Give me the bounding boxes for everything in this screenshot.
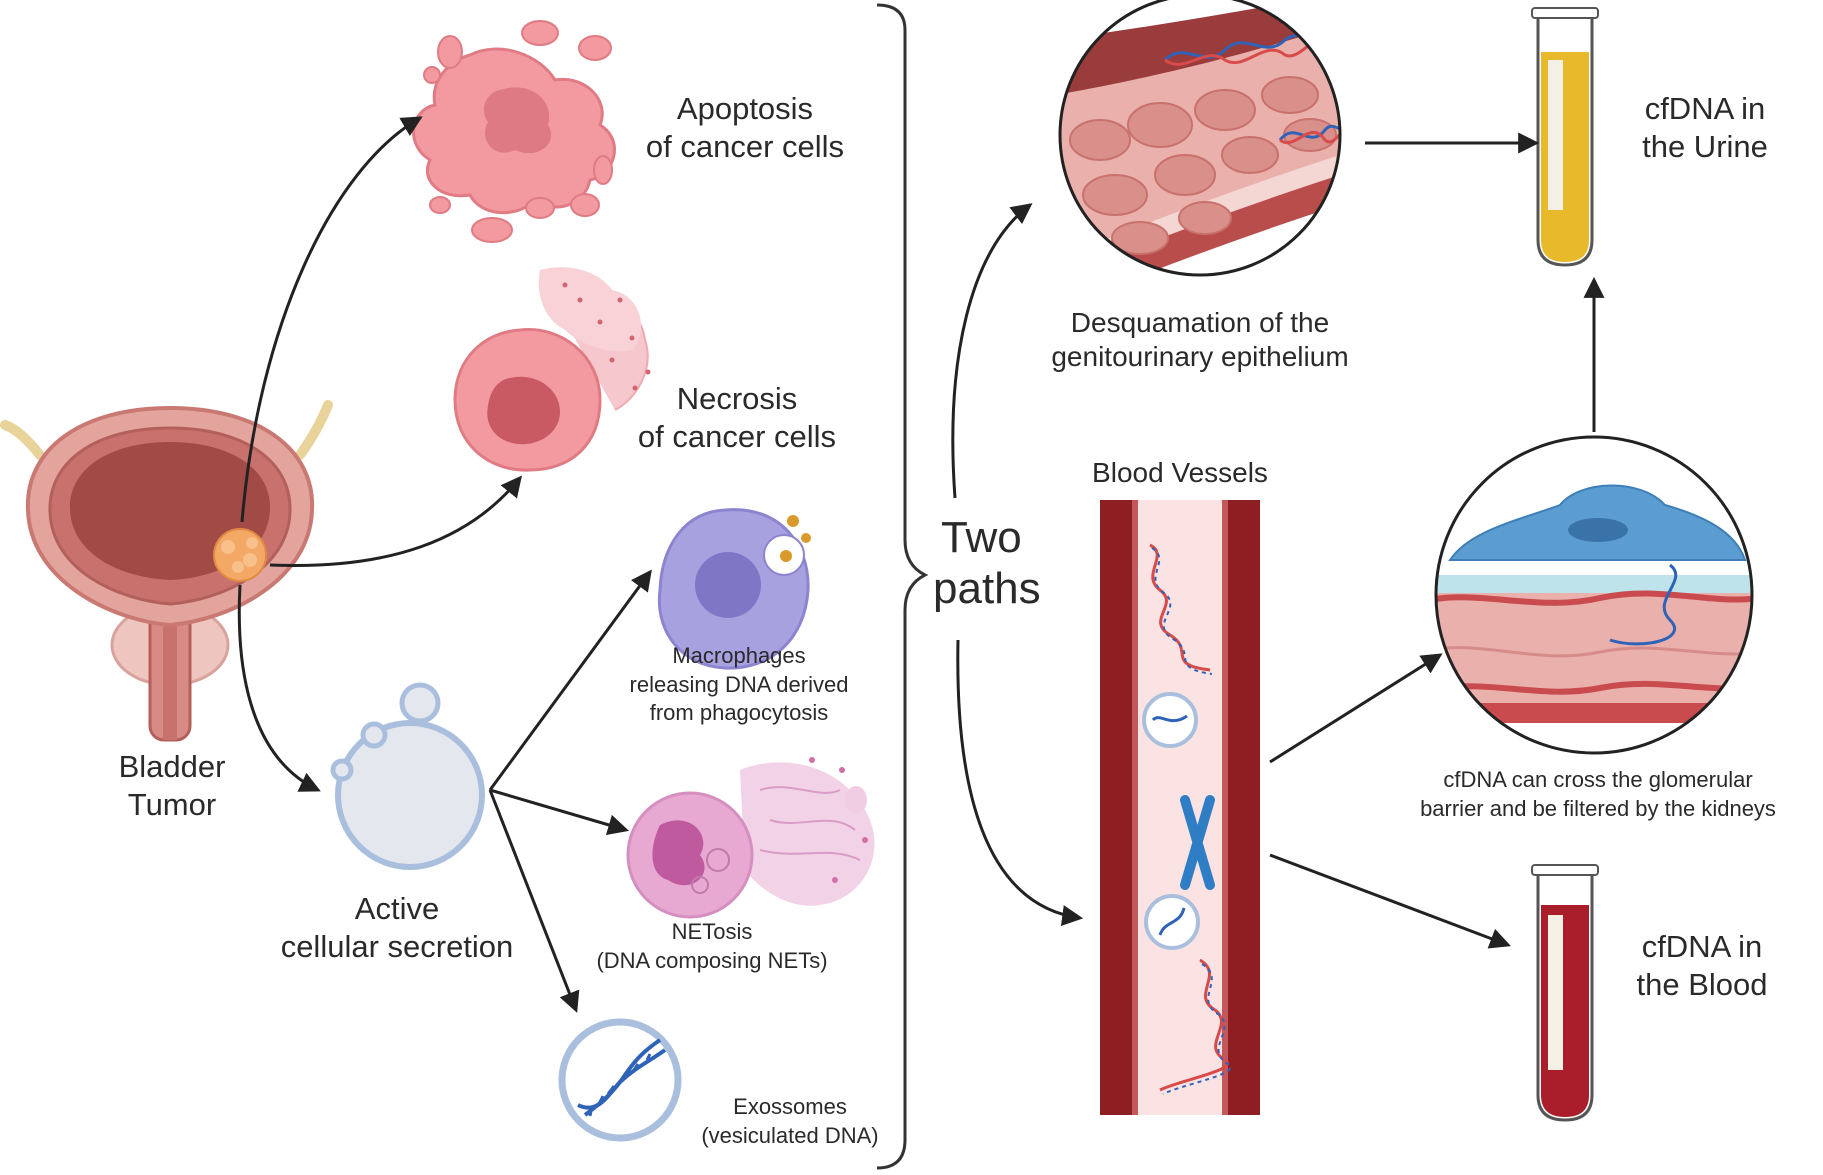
arrow-to-necrosis bbox=[269, 475, 522, 568]
glomerular-line-2: barrier and be filtered by the kidneys bbox=[1420, 795, 1776, 821]
macrophage-icon bbox=[657, 508, 811, 670]
two-paths-line-2: paths bbox=[933, 564, 1041, 614]
bladder-tumor-line-1: Bladder bbox=[118, 749, 226, 784]
urine-tube-icon bbox=[1531, 7, 1599, 267]
glomerular-label: cfDNA can cross the glomerular barrier a… bbox=[1388, 766, 1808, 823]
two-paths-line-1: Two bbox=[941, 513, 1022, 562]
necrosis-label: Necrosis of cancer cells bbox=[622, 380, 852, 456]
tumor-icon bbox=[213, 528, 267, 582]
secreting-cell-icon bbox=[330, 682, 485, 870]
desquamation-line-1: Desquamation of the bbox=[1070, 307, 1330, 338]
bladder-tumor-line-2: Tumor bbox=[127, 786, 217, 822]
arrow-to-netosis bbox=[489, 788, 630, 836]
active-secretion-line-2: cellular secretion bbox=[280, 928, 514, 964]
epithelium-icon bbox=[1058, 0, 1342, 277]
netosis-label: NETosis (DNA composing NETs) bbox=[570, 918, 854, 975]
macrophages-line-2: releasing DNA derived bbox=[629, 671, 849, 697]
bladder-tumor-label: Bladder Tumor bbox=[92, 748, 252, 824]
blood-vessels-label: Blood Vessels bbox=[1092, 457, 1268, 488]
necrotic-cell-icon bbox=[453, 267, 651, 472]
two-paths-label: Two paths bbox=[933, 512, 1041, 614]
arrow-to-epithelium bbox=[951, 203, 1033, 499]
macrophages-label: Macrophages releasing DNA derived from p… bbox=[608, 642, 870, 728]
active-secretion-line-1: Active bbox=[354, 891, 440, 926]
apoptosis-line-2: of cancer cells bbox=[645, 128, 845, 164]
arrow-vessel-to-blood-tube bbox=[1269, 853, 1511, 949]
arrow-to-macrophage bbox=[488, 569, 652, 791]
macrophages-line-1: Macrophages bbox=[672, 643, 806, 668]
glomerular-barrier-icon bbox=[1434, 435, 1754, 755]
arrow-to-exosome bbox=[488, 789, 580, 1013]
blood-tube-icon bbox=[1531, 864, 1599, 1122]
cfdna-urine-label: cfDNA in the Urine bbox=[1625, 90, 1785, 166]
glomerular-line-1: cfDNA can cross the glomerular bbox=[1443, 767, 1753, 792]
exosome-icon bbox=[558, 1018, 682, 1142]
arrow-to-apoptosis bbox=[240, 116, 423, 523]
cfdna-blood-line-2: the Blood bbox=[1636, 966, 1768, 1002]
exosomes-line-1: Exossomes bbox=[733, 1094, 847, 1119]
cfdna-urine-line-1: cfDNA in bbox=[1644, 91, 1766, 126]
arrow-to-secretion bbox=[237, 584, 321, 792]
macrophages-line-3: from phagocytosis bbox=[649, 700, 829, 726]
necrosis-line-2: of cancer cells bbox=[637, 418, 837, 454]
apoptosis-line-1: Apoptosis bbox=[676, 91, 814, 126]
exosomes-line-2: (vesiculated DNA) bbox=[701, 1122, 879, 1148]
netosis-line-1: NETosis bbox=[671, 919, 753, 944]
desquamation-label: Desquamation of the genitourinary epithe… bbox=[1010, 306, 1390, 374]
bladder-icon bbox=[0, 400, 333, 742]
active-secretion-label: Active cellular secretion bbox=[262, 890, 532, 966]
apoptosis-label: Apoptosis of cancer cells bbox=[630, 90, 860, 166]
arrow-to-blood-vessel bbox=[956, 639, 1084, 926]
cfdna-blood-label: cfDNA in the Blood bbox=[1622, 928, 1782, 1004]
cfdna-urine-line-2: the Urine bbox=[1642, 128, 1768, 164]
brace bbox=[876, 3, 929, 1170]
netosis-line-2: (DNA composing NETs) bbox=[596, 947, 828, 973]
blood-vessel-icon bbox=[1100, 500, 1260, 1115]
necrosis-line-1: Necrosis bbox=[676, 381, 798, 416]
neutrophil-icon bbox=[626, 757, 875, 919]
cfdna-blood-line-1: cfDNA in bbox=[1641, 929, 1763, 964]
exosomes-label: Exossomes (vesiculated DNA) bbox=[680, 1093, 900, 1150]
desquamation-line-2: genitourinary epithelium bbox=[1051, 341, 1349, 373]
apoptotic-cell-icon bbox=[412, 20, 616, 243]
arrow-vessel-to-glomerulus bbox=[1269, 653, 1443, 764]
